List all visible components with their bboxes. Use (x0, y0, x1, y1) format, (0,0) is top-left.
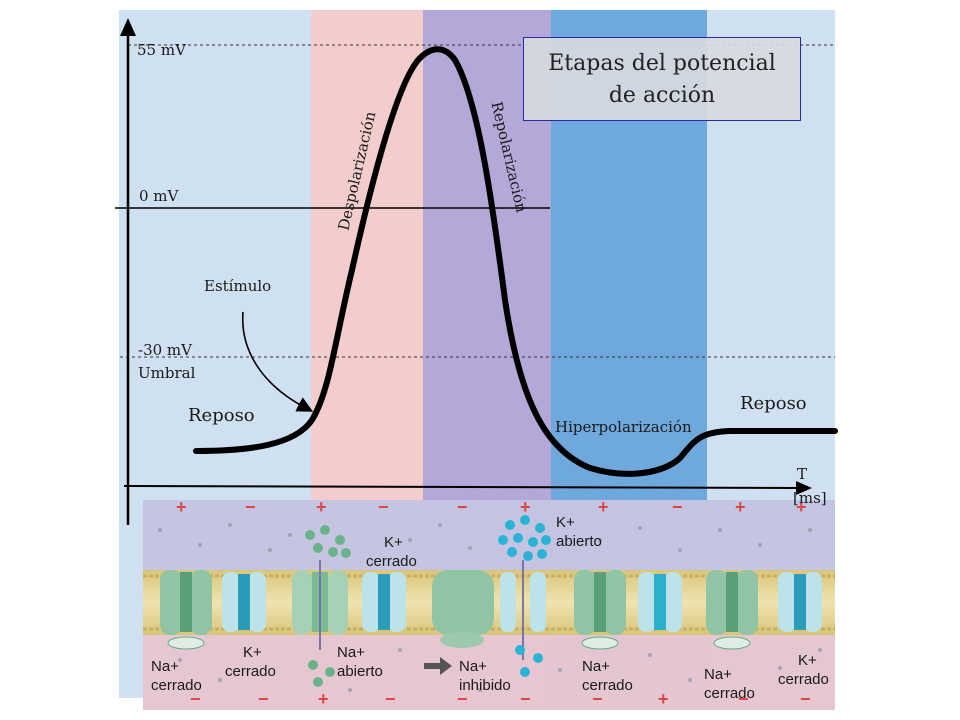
na-closed-3-state: cerrado (704, 685, 755, 702)
svg-text:+: + (316, 497, 327, 517)
na-channel-inhibited (432, 570, 494, 648)
k-open-top-state: abierto (556, 533, 602, 550)
svg-text:−: − (592, 689, 603, 709)
na-channel-open (292, 525, 351, 687)
na-open-state: abierto (337, 663, 383, 680)
membrane-panel: + + + + + + − − − − − − + − − − − + − − (143, 497, 835, 710)
k-closed-top-state: cerrado (366, 553, 417, 570)
na-closed-3-label: Na+ cerrado (704, 665, 755, 703)
x-axis (123, 485, 801, 489)
k-closed-1-state: cerrado (225, 663, 276, 680)
k-closed-top-ion: K+ (384, 534, 403, 551)
x-label-t: T (797, 465, 808, 483)
svg-text:−: − (520, 689, 531, 709)
na-closed-1-ion: Na+ (151, 658, 179, 675)
k-open-top-ion: K+ (556, 514, 575, 531)
rest-label-left: Reposo (188, 405, 255, 426)
k-closed-top-label: K+ cerrado (366, 533, 417, 571)
hyperpolarization-label: Hiperpolarización (555, 418, 692, 436)
chart-title: Etapas del potencial de acción (523, 37, 801, 121)
na-channel-closed-2 (574, 570, 626, 650)
na-inhibited-state: inhibido (459, 677, 511, 694)
na-open-label: Na+ abierto (337, 643, 383, 681)
x-axis-arrow (796, 481, 812, 495)
k-closed-2-state: cerrado (778, 671, 829, 688)
title-line-1: Etapas del potencial (548, 51, 776, 76)
svg-text:+: + (796, 497, 807, 517)
x-label-unit: [ms] (793, 489, 827, 507)
rest-label-right: Reposo (740, 393, 807, 414)
svg-text:−: − (245, 497, 256, 517)
stimulus-label: Estímulo (204, 277, 272, 295)
svg-text:−: − (457, 497, 468, 517)
k-channel-closed-1 (222, 572, 266, 632)
na-closed-1-label: Na+ cerrado (151, 657, 202, 695)
k-channel-closed-4 (778, 572, 822, 632)
na-closed-2-ion: Na+ (582, 658, 610, 675)
action-potential-curve (193, 46, 838, 477)
svg-text:+: + (735, 497, 746, 517)
k-channel-closed-3 (638, 572, 682, 632)
stimulus-arrow (241, 311, 314, 412)
k-channel-closed-2 (362, 572, 406, 632)
k-channel-open (498, 515, 551, 677)
na-channel-closed-3 (706, 570, 758, 650)
k-closed-1-ion: K+ (243, 644, 262, 661)
svg-text:−: − (190, 689, 201, 709)
y-label-threshold: -30 mV (138, 341, 192, 359)
transition-arrow (424, 657, 452, 675)
na-inhibited-ion: Na+ (459, 658, 487, 675)
svg-text:−: − (258, 689, 269, 709)
ion-channels (160, 515, 822, 687)
title-line-2: de acción (608, 83, 716, 108)
na-closed-2-state: cerrado (582, 677, 633, 694)
y-axis-arrow (120, 18, 136, 36)
na-closed-1-state: cerrado (151, 677, 202, 694)
y-label-55mv: 55 mV (137, 41, 186, 59)
k-open-top-label: K+ abierto (556, 513, 602, 551)
svg-text:+: + (598, 497, 609, 517)
svg-text:−: − (385, 689, 396, 709)
svg-text:−: − (457, 689, 468, 709)
svg-text:−: − (800, 689, 811, 709)
k-closed-1-label: K+ cerrado (225, 643, 276, 681)
svg-text:−: − (672, 497, 683, 517)
na-closed-2-label: Na+ cerrado (582, 657, 633, 695)
k-closed-2-label: K+ cerrado (778, 651, 829, 689)
svg-text:+: + (176, 497, 187, 517)
k-closed-2-ion: K+ (798, 652, 817, 669)
svg-text:+: + (658, 689, 669, 709)
svg-text:+: + (520, 497, 531, 517)
threshold-label: Umbral (138, 364, 196, 382)
na-closed-3-ion: Na+ (704, 666, 732, 683)
na-open-ion: Na+ (337, 644, 365, 661)
na-inhibited-label: Na+ inhibido (459, 657, 511, 695)
svg-text:+: + (318, 689, 329, 709)
y-label-0mv: 0 mV (139, 187, 179, 205)
svg-text:−: − (738, 689, 749, 709)
svg-text:−: − (378, 497, 389, 517)
na-channel-closed-1 (160, 570, 212, 650)
